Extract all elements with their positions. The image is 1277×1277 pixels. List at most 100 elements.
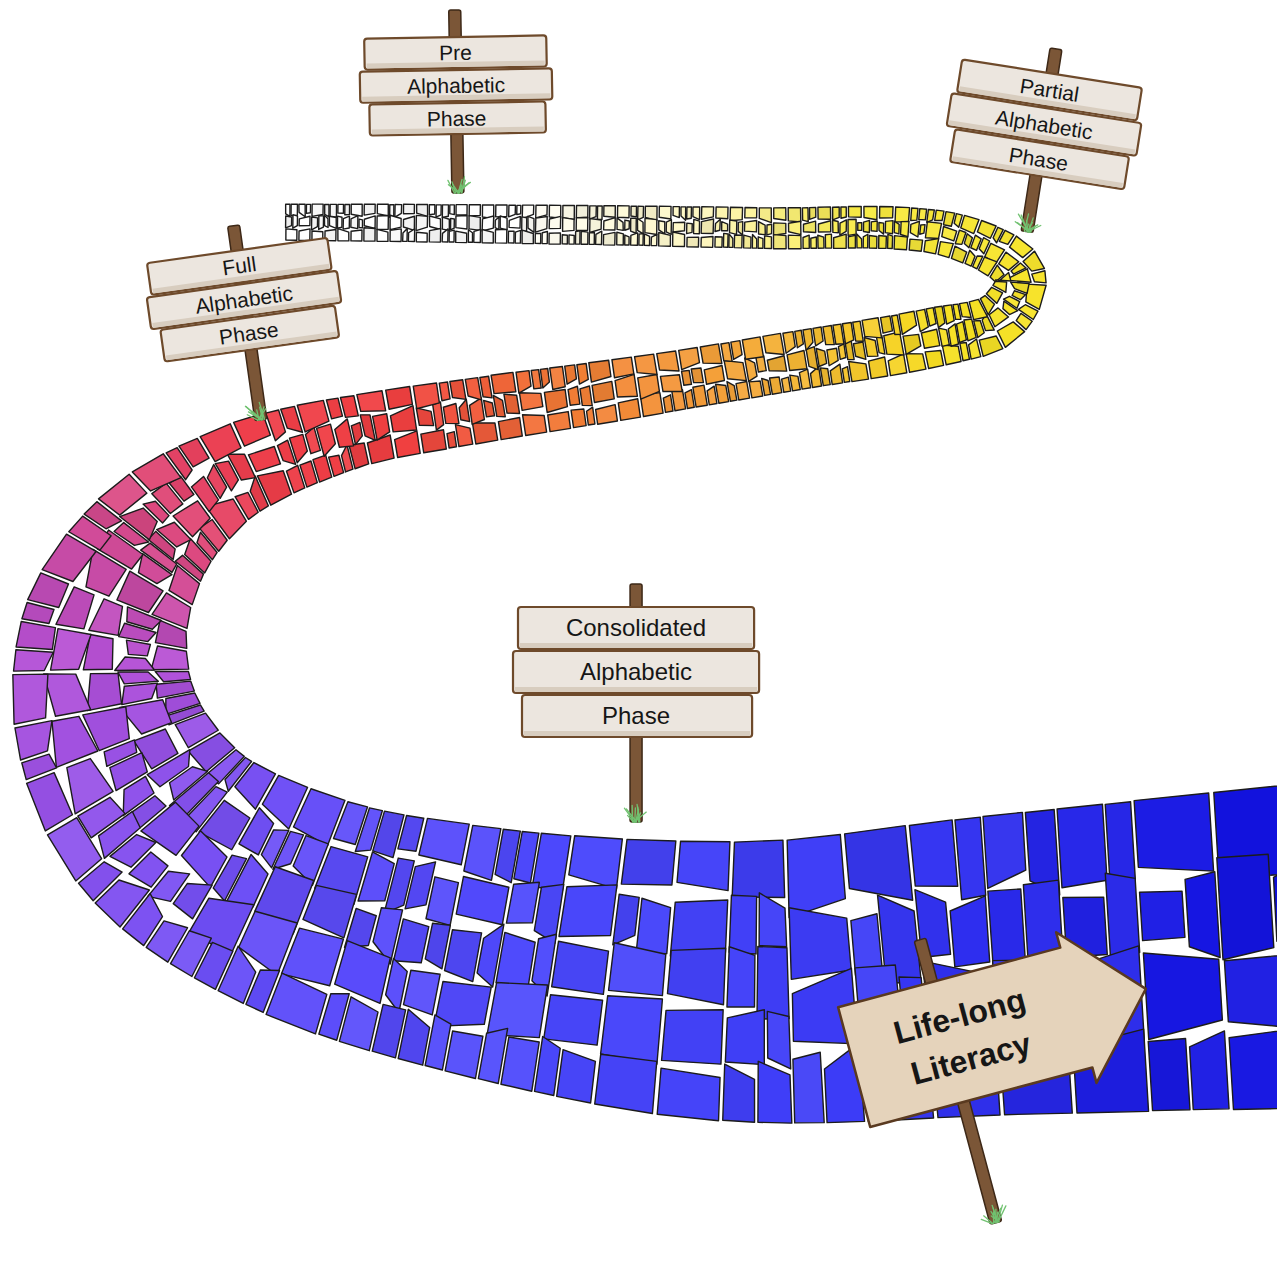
road-stone xyxy=(403,216,414,230)
road-stone xyxy=(416,408,433,426)
road-stone xyxy=(324,215,328,227)
road-stone xyxy=(725,1010,764,1065)
road-stone xyxy=(631,206,637,217)
road-stone xyxy=(335,419,354,447)
road-stone xyxy=(672,390,686,411)
road-stone xyxy=(291,204,297,216)
arrow-board xyxy=(834,914,1166,1143)
road-stone xyxy=(459,399,469,421)
road-stone xyxy=(663,395,673,413)
road-stone xyxy=(596,231,602,244)
road-stone xyxy=(342,445,353,472)
road-stone xyxy=(700,344,722,364)
road-stone xyxy=(498,417,522,439)
road-stone xyxy=(286,229,297,240)
road-stone xyxy=(557,1050,596,1103)
road-stone xyxy=(660,375,682,392)
road-stone xyxy=(528,216,534,232)
road-stone xyxy=(694,219,700,233)
road-stone xyxy=(496,205,507,217)
road-stone xyxy=(506,882,539,923)
road-stone xyxy=(758,237,763,248)
road-stone xyxy=(592,381,614,402)
road-stone xyxy=(625,235,629,245)
road-stone xyxy=(989,308,1008,327)
road-stone xyxy=(519,393,542,411)
road-stone xyxy=(738,222,743,235)
road-stone xyxy=(881,316,893,333)
road-stone xyxy=(445,930,482,982)
road-stone xyxy=(1032,271,1046,283)
road-stone xyxy=(951,246,966,263)
road-stone xyxy=(364,228,375,241)
road-stone xyxy=(1224,952,1277,1030)
road-stone xyxy=(849,361,869,381)
road-stone xyxy=(788,235,801,249)
road-stone xyxy=(364,216,375,228)
road-stone xyxy=(802,208,808,222)
grass-tuft xyxy=(634,808,636,822)
road-stone xyxy=(540,368,549,388)
road-stone xyxy=(813,327,823,346)
road-stone xyxy=(977,221,996,239)
road-stone xyxy=(469,205,480,216)
road-stone xyxy=(899,311,917,334)
road-stone xyxy=(590,206,597,219)
road-stone xyxy=(522,217,527,232)
road-stone xyxy=(13,674,48,724)
road-stone xyxy=(853,321,864,341)
road-stone xyxy=(950,896,990,967)
road-stone xyxy=(644,234,649,246)
road-stone xyxy=(576,217,588,230)
road-stone xyxy=(745,207,757,217)
road-stone xyxy=(894,221,899,234)
road-stone xyxy=(277,440,295,464)
road-stone xyxy=(744,235,751,248)
road-stone xyxy=(767,1011,790,1069)
road-stone xyxy=(759,208,771,223)
road-stone xyxy=(806,347,818,370)
road-stone xyxy=(782,377,791,392)
road-stone xyxy=(326,398,342,419)
road-stone xyxy=(299,229,310,240)
road-stone xyxy=(969,339,981,359)
road-stone xyxy=(911,208,918,220)
road-stone xyxy=(515,230,520,243)
road-stone xyxy=(979,336,1003,356)
road-stone xyxy=(303,885,357,937)
road-stone xyxy=(544,389,567,412)
road-stone xyxy=(729,234,733,247)
grass-tuft xyxy=(1028,224,1041,234)
road-stone xyxy=(1217,854,1274,959)
road-stone xyxy=(398,815,424,851)
road-stone xyxy=(909,820,957,886)
road-stone xyxy=(920,225,925,235)
road-stone xyxy=(403,970,440,1015)
road-stone xyxy=(910,221,919,237)
road-stone xyxy=(443,404,459,424)
road-stone xyxy=(682,370,692,385)
road-stone xyxy=(925,222,941,239)
sign-text-block: Full Alphabetic Phase xyxy=(188,243,299,358)
road-stone xyxy=(858,223,862,231)
road-stone xyxy=(667,948,725,1004)
road-stone xyxy=(638,206,644,220)
road-stone xyxy=(312,217,318,230)
road-stone xyxy=(509,216,520,228)
road-stone xyxy=(724,361,746,381)
road-stone xyxy=(330,204,336,217)
road-stone xyxy=(727,947,755,1007)
road-stone xyxy=(155,671,190,681)
road-stone xyxy=(470,398,485,425)
road-stone xyxy=(456,231,467,242)
grass-tuft xyxy=(245,404,261,421)
road-stone xyxy=(575,231,580,244)
road-stone xyxy=(830,364,842,384)
road-stone xyxy=(853,342,865,359)
road-stone xyxy=(795,330,804,347)
road-stone xyxy=(596,405,618,425)
road-stone xyxy=(28,573,69,608)
road-stone xyxy=(825,234,831,248)
road-stone xyxy=(635,354,658,374)
road-stone xyxy=(469,216,480,231)
